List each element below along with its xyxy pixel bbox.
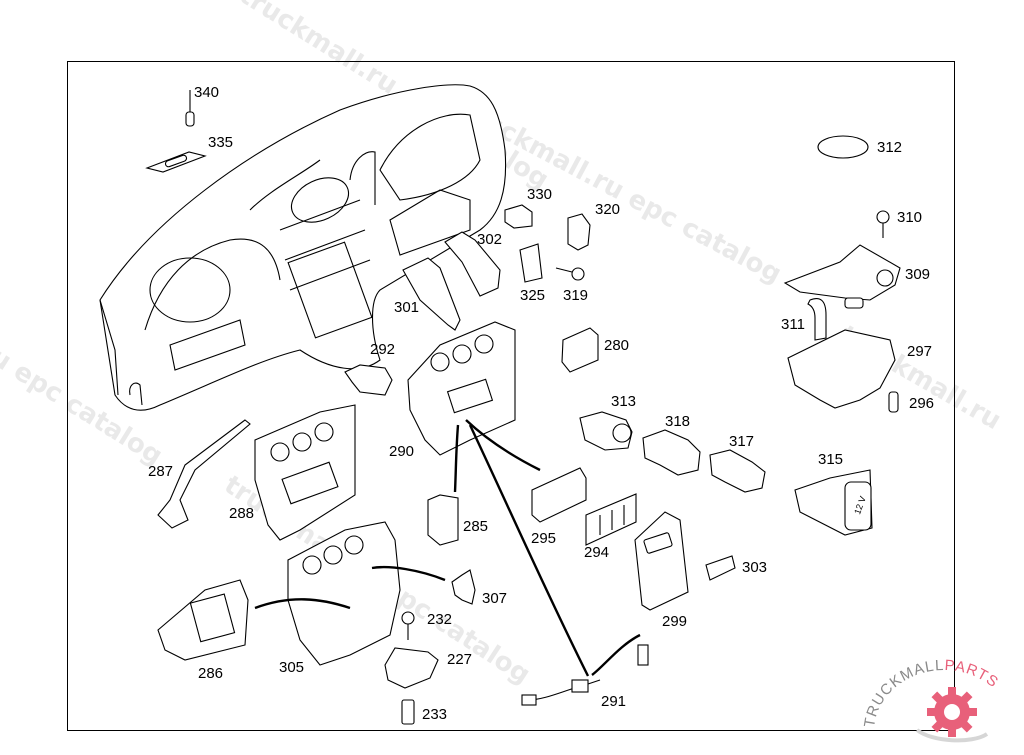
- diagram-frame: [67, 61, 955, 731]
- part-285-shape: [427, 494, 459, 546]
- part-label-317[interactable]: 317: [729, 433, 755, 450]
- part-label-303[interactable]: 303: [742, 559, 768, 576]
- part-297-shape: [787, 329, 896, 409]
- part-294-shape: [585, 493, 637, 546]
- part-label-313[interactable]: 313: [611, 393, 637, 410]
- part-label-296[interactable]: 296: [909, 395, 935, 412]
- part-label-319[interactable]: 319: [563, 287, 589, 304]
- part-label-297[interactable]: 297: [907, 343, 933, 360]
- part-label-290[interactable]: 290: [389, 443, 415, 460]
- part-288-shape: [254, 404, 356, 541]
- part-label-299[interactable]: 299: [662, 613, 688, 630]
- part-330-shape: [504, 204, 533, 229]
- part-232-shape: [401, 611, 415, 640]
- part-302-shape: [444, 231, 501, 297]
- part-307-shape: [451, 569, 476, 605]
- part-233-shape: [401, 699, 415, 725]
- part-label-340[interactable]: 340: [194, 84, 220, 101]
- part-label-311[interactable]: 311: [781, 316, 805, 333]
- svg-text:TRUCKMALLPARTS: TRUCKMALLPARTS: [862, 657, 1002, 729]
- part-label-307[interactable]: 307: [482, 590, 508, 607]
- part-280-shape: [561, 327, 599, 373]
- part-label-318[interactable]: 318: [665, 413, 691, 430]
- part-309-shape: [783, 244, 901, 301]
- part-label-309[interactable]: 309: [905, 266, 931, 283]
- logo-text-parts: PARTS: [944, 657, 1002, 692]
- part-292-shape: [344, 364, 393, 396]
- part-label-312[interactable]: 312: [877, 139, 903, 156]
- part-label-305[interactable]: 305: [279, 659, 305, 676]
- part-label-233[interactable]: 233: [422, 706, 448, 723]
- part-310-shape: [876, 210, 890, 238]
- part-312-shape: [817, 135, 869, 159]
- gear-icon: [927, 687, 977, 737]
- part-label-301[interactable]: 301: [394, 299, 420, 316]
- truckmall-parts-logo: TRUCKMALLPARTS: [861, 650, 1022, 750]
- part-label-310[interactable]: 310: [897, 209, 923, 226]
- part-label-280[interactable]: 280: [604, 337, 630, 354]
- part-301-shape: [402, 257, 461, 331]
- part-287-shape: [157, 419, 251, 529]
- part-label-292[interactable]: 292: [370, 341, 396, 358]
- part-317-shape: [709, 449, 766, 493]
- part-290-shape: [407, 321, 516, 456]
- part-320-shape: [567, 213, 591, 251]
- part-286-shape: [157, 579, 249, 661]
- part-296-shape: [888, 391, 899, 413]
- part-label-294[interactable]: 294: [584, 544, 610, 561]
- part-227-shape: [384, 647, 439, 689]
- part-label-302[interactable]: 302: [477, 231, 503, 248]
- dashboard-assembly: [99, 84, 507, 411]
- part-291-shape: [521, 633, 649, 706]
- part-label-291[interactable]: 291: [601, 693, 627, 710]
- assembly-arrows: [254, 419, 590, 677]
- part-label-286[interactable]: 286: [198, 665, 224, 682]
- part-label-288[interactable]: 288: [229, 505, 255, 522]
- part-label-320[interactable]: 320: [595, 201, 621, 218]
- part-319-shape: [555, 267, 585, 281]
- part-315-shape: 12 V: [794, 469, 873, 536]
- part-295-shape: [531, 467, 587, 523]
- part-label-295[interactable]: 295: [531, 530, 557, 547]
- part-340-shape: [185, 90, 195, 127]
- part-label-287[interactable]: 287: [148, 463, 174, 480]
- part-label-325[interactable]: 325: [520, 287, 546, 304]
- part-label-285[interactable]: 285: [463, 518, 489, 535]
- part-311-shape: [807, 297, 827, 341]
- part-325-shape: [519, 243, 543, 283]
- part-303-shape: [705, 555, 736, 581]
- part-label-232[interactable]: 232: [427, 611, 453, 628]
- part-label-330[interactable]: 330: [527, 186, 553, 203]
- logo-text-truckmall: TRUCKMALL: [862, 657, 945, 729]
- part-313-shape: [579, 411, 633, 451]
- part-305-shape: [287, 521, 401, 666]
- part-label-315[interactable]: 315: [818, 451, 844, 468]
- part-335-shape: [145, 151, 207, 173]
- part-299-shape: [634, 511, 689, 611]
- part-label-335[interactable]: 335: [208, 134, 234, 151]
- part-318-shape: [642, 429, 701, 476]
- part-label-227[interactable]: 227: [447, 651, 473, 668]
